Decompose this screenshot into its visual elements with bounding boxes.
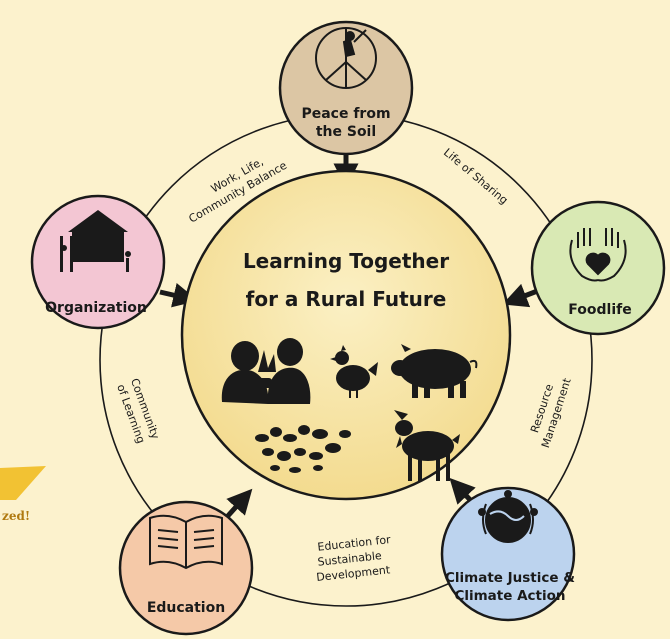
- pig-icon: [391, 344, 478, 398]
- node-peace-line2: the Soil: [316, 124, 376, 140]
- center-title-line1: Learning Together: [243, 249, 449, 273]
- link-sharing-line1: Life of Sharing: [441, 146, 510, 207]
- hands-heart-icon: [569, 228, 627, 282]
- node-peace-from-the-soil[interactable]: Peace from the Soil: [278, 20, 414, 156]
- partial-badge: zed!: [0, 466, 46, 523]
- vegetables-icon: [255, 425, 351, 473]
- badge-text: zed!: [2, 509, 30, 523]
- link-esd: Education for Sustainable Development: [316, 533, 392, 584]
- chicken-icon: [330, 345, 378, 398]
- people-sharing-food-icon: [221, 338, 311, 404]
- node-foodlife-label: Foodlife: [568, 302, 631, 318]
- node-climate-line2: Climate Action: [454, 588, 565, 604]
- node-organization-label: Organization: [45, 300, 147, 316]
- center-title-line2: for a Rural Future: [246, 287, 447, 311]
- node-education-label: Education: [147, 600, 225, 616]
- link-resource: Resource Management: [528, 376, 574, 450]
- center-hub: Learning Together for a Rural Future: [180, 169, 512, 501]
- link-sharing: Life of Sharing: [441, 146, 510, 207]
- node-peace-line1: Peace from: [301, 106, 390, 122]
- goat-icon: [394, 410, 460, 481]
- link-community: Community of Learning: [114, 377, 162, 446]
- farmer-peace-sign-icon: [315, 27, 377, 89]
- node-foodlife[interactable]: Foodlife: [530, 200, 666, 336]
- arrow-organization: [159, 283, 199, 308]
- globe-wreath-icon: [478, 490, 538, 543]
- node-climate-justice[interactable]: Climate Justice & Climate Action: [440, 486, 576, 622]
- open-book-icon: [149, 514, 223, 570]
- house-puzzle-icon: [60, 210, 131, 272]
- arrow-education: [224, 488, 253, 520]
- node-climate-line1: Climate Justice &: [445, 570, 575, 586]
- node-organization[interactable]: Organization: [30, 194, 166, 330]
- node-education[interactable]: Education: [118, 500, 254, 636]
